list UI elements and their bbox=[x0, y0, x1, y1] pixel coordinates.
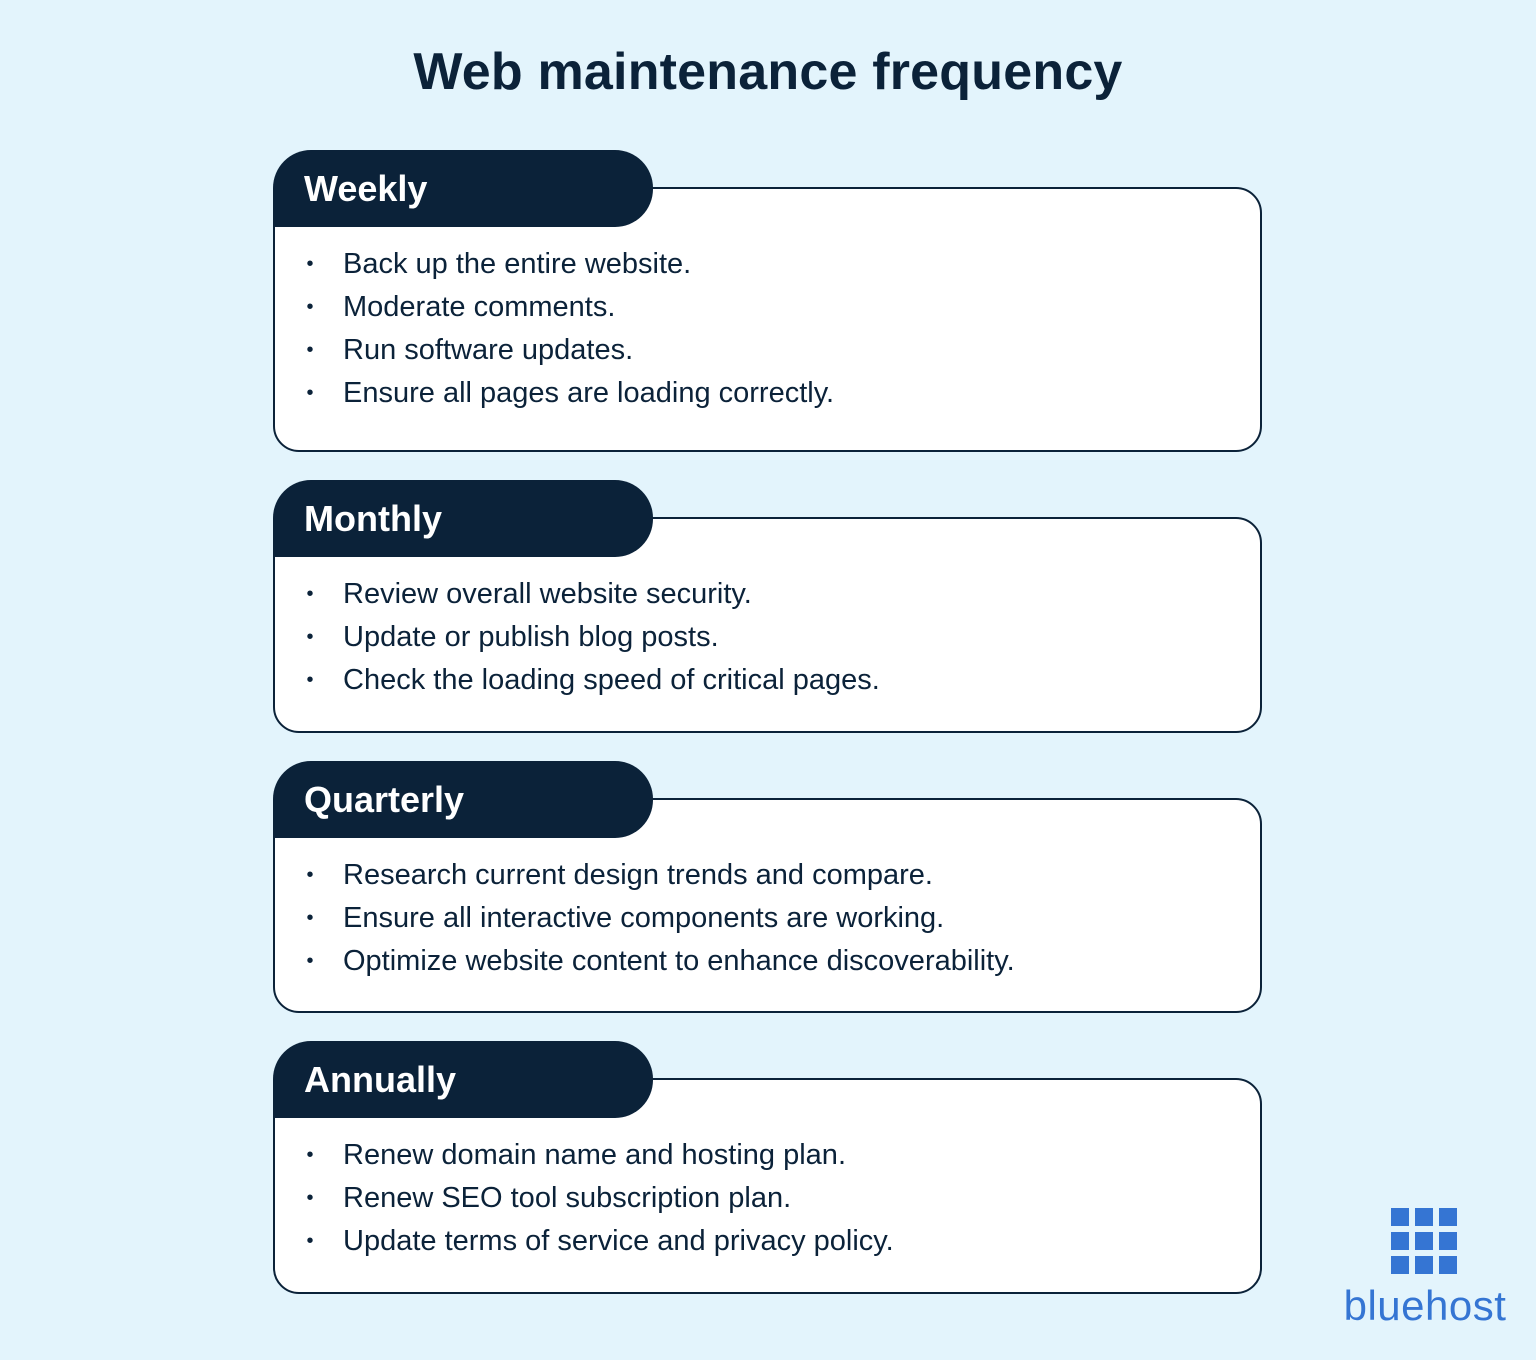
list-item: • Back up the entire website. bbox=[273, 243, 834, 286]
section-weekly: Weekly • Back up the entire website. • Mod… bbox=[273, 150, 1262, 452]
section-card bbox=[273, 187, 1262, 452]
item-text: Ensure all pages are loading correctly. bbox=[343, 377, 835, 409]
item-text: Run software updates. bbox=[343, 334, 634, 366]
bullet-icon: • bbox=[306, 950, 314, 972]
section-heading: Weekly bbox=[273, 150, 653, 227]
logo-square bbox=[1439, 1256, 1457, 1274]
item-text: Renew SEO tool subscription plan. bbox=[343, 1182, 792, 1214]
bullet-icon: • bbox=[306, 339, 314, 361]
bullet-icon: • bbox=[306, 296, 314, 318]
list-item: • Run software updates. bbox=[273, 329, 834, 372]
bullet-icon: • bbox=[306, 669, 314, 691]
logo-wordmark: bluehost bbox=[1343, 1282, 1507, 1329]
grid-logo-icon bbox=[1391, 1208, 1457, 1274]
logo-square bbox=[1391, 1256, 1409, 1274]
bullet-icon: • bbox=[306, 1187, 314, 1209]
list-item: • Moderate comments. bbox=[273, 286, 834, 329]
item-text: Optimize website content to enhance disc… bbox=[343, 945, 1015, 977]
list-item: • Optimize website content to enhance dis… bbox=[273, 940, 1015, 983]
list-item: • Update terms of service and privacy pol… bbox=[273, 1220, 894, 1263]
item-list: • Review overall website security. • Updat… bbox=[273, 573, 880, 702]
item-list: • Renew domain name and hosting plan. • Re… bbox=[273, 1134, 894, 1263]
item-text: Renew domain name and hosting plan. bbox=[343, 1139, 846, 1171]
list-item: • Ensure all pages are loading correctly. bbox=[273, 372, 834, 415]
item-text: Check the loading speed of critical page… bbox=[343, 664, 880, 696]
item-text: Update terms of service and privacy poli… bbox=[343, 1225, 894, 1257]
page-title: Web maintenance frequency bbox=[413, 43, 1123, 101]
bullet-icon: • bbox=[306, 1230, 314, 1252]
bluehost-logo: bluehost bbox=[1340, 1208, 1510, 1338]
section-heading: Quarterly bbox=[273, 761, 653, 838]
section-heading: Annually bbox=[273, 1041, 653, 1118]
item-text: Ensure all interactive components are wo… bbox=[343, 902, 945, 934]
section-monthly: Monthly • Review overall website security… bbox=[273, 480, 1262, 733]
list-item: • Research current design trends and comp… bbox=[273, 854, 1015, 897]
item-text: Back up the entire website. bbox=[343, 248, 692, 280]
logo-square bbox=[1415, 1256, 1433, 1274]
section-heading: Monthly bbox=[273, 480, 653, 557]
section-annually: Annually • Renew domain name and hosting … bbox=[273, 1041, 1262, 1294]
list-item: • Ensure all interactive components are w… bbox=[273, 897, 1015, 940]
bullet-icon: • bbox=[306, 1144, 314, 1166]
item-text: Update or publish blog posts. bbox=[343, 621, 719, 653]
bullet-icon: • bbox=[306, 864, 314, 886]
item-text: Moderate comments. bbox=[343, 291, 616, 323]
logo-square bbox=[1391, 1208, 1409, 1226]
item-list: • Back up the entire website. • Moderate c… bbox=[273, 243, 834, 415]
list-item: • Check the loading speed of critical pag… bbox=[273, 659, 880, 702]
bullet-icon: • bbox=[306, 583, 314, 605]
logo-square bbox=[1391, 1232, 1409, 1250]
item-text: Review overall website security. bbox=[343, 578, 752, 610]
bullet-icon: • bbox=[306, 253, 314, 275]
logo-square bbox=[1439, 1232, 1457, 1250]
section-quarterly: Quarterly • Research current design trend… bbox=[273, 761, 1262, 1013]
list-item: • Renew SEO tool subscription plan. bbox=[273, 1177, 894, 1220]
list-item: • Renew domain name and hosting plan. bbox=[273, 1134, 894, 1177]
bullet-icon: • bbox=[306, 626, 314, 648]
logo-square bbox=[1415, 1208, 1433, 1226]
list-item: • Review overall website security. bbox=[273, 573, 880, 616]
logo-square bbox=[1439, 1208, 1457, 1226]
item-list: • Research current design trends and comp… bbox=[273, 854, 1015, 983]
item-text: Research current design trends and compa… bbox=[343, 859, 933, 891]
logo-square bbox=[1415, 1232, 1433, 1250]
bullet-icon: • bbox=[306, 382, 314, 404]
list-item: • Update or publish blog posts. bbox=[273, 616, 880, 659]
bullet-icon: • bbox=[306, 907, 314, 929]
